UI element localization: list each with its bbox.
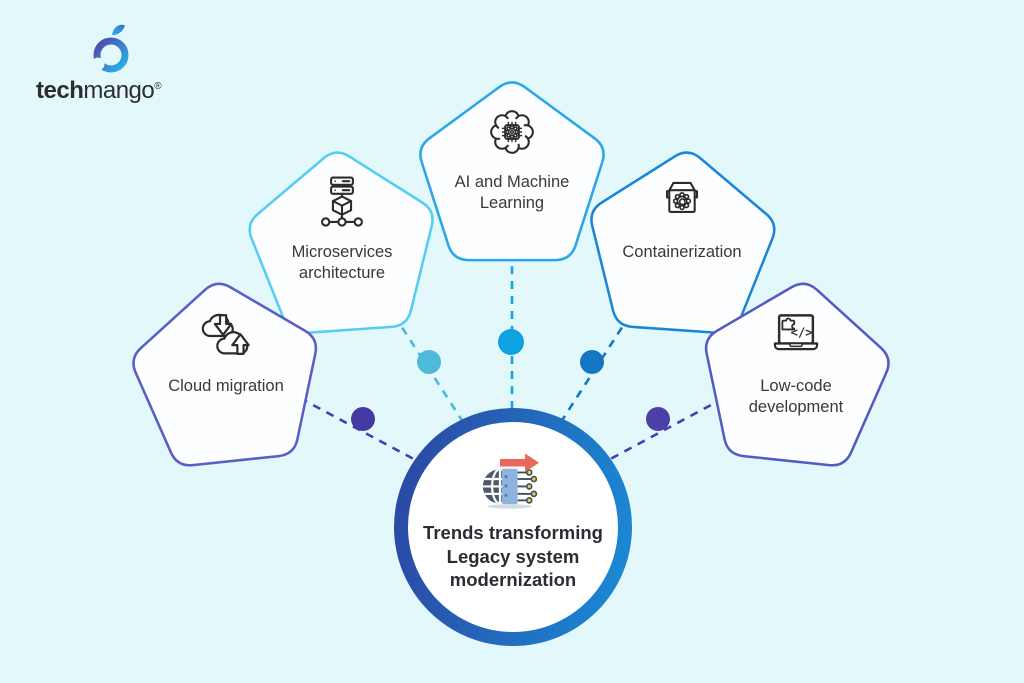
ai-brain-chip-icon bbox=[417, 102, 607, 162]
center-title-line: modernization bbox=[449, 569, 577, 591]
pentagon-outline-containerization bbox=[590, 151, 776, 335]
center-content: Trends transforming Legacy system modern… bbox=[423, 448, 603, 591]
mango-icon bbox=[91, 24, 129, 73]
pentagon-outline-low-code bbox=[704, 282, 890, 467]
node-label-low-code: Low-code development bbox=[701, 376, 891, 419]
connector-dot-microservices bbox=[417, 350, 441, 374]
node-shape-low-code bbox=[689, 264, 904, 471]
label-line: Cloud migration bbox=[168, 377, 284, 395]
connector-low-code bbox=[587, 396, 725, 473]
label-line: development bbox=[748, 398, 844, 417]
connector-dot-containerization bbox=[580, 350, 604, 374]
node-label-microservices: Microservices architecture bbox=[247, 242, 437, 285]
label-line: Low-code bbox=[760, 377, 832, 395]
center-title-line: Trends transforming bbox=[423, 522, 603, 544]
legacy-modernization-icon bbox=[482, 453, 539, 509]
center-title-line: Legacy system bbox=[446, 545, 580, 567]
pentagon-outline-cloud-migration bbox=[132, 282, 318, 467]
node-shape-containerization bbox=[578, 136, 787, 337]
center-title: Trends transforming Legacy system modern… bbox=[423, 521, 603, 591]
connector-dot-ai-ml bbox=[498, 329, 524, 355]
node-low-code: </> Low-code development bbox=[701, 306, 891, 419]
label-line: Learning bbox=[479, 194, 545, 213]
registered-mark: ® bbox=[154, 81, 162, 92]
connector-dot-low-code bbox=[646, 407, 670, 431]
logo-mango: mango bbox=[83, 77, 155, 104]
node-label-cloud-migration: Cloud migration bbox=[131, 376, 321, 397]
cloud-migration-icon bbox=[131, 306, 321, 366]
logo-tech: tech bbox=[36, 77, 84, 104]
svg-text:</>: </> bbox=[791, 325, 813, 339]
node-shape-ai-ml bbox=[414, 73, 610, 262]
node-containerization: Containerization bbox=[587, 172, 777, 263]
modernization-arrow-icon bbox=[499, 453, 539, 473]
techmango-logo: techmango® bbox=[36, 22, 162, 105]
node-cloud-migration: Cloud migration bbox=[131, 306, 321, 397]
node-label-containerization: Containerization bbox=[587, 242, 777, 263]
container-gear-icon bbox=[587, 172, 777, 232]
node-ai-ml: AI and Machine Learning bbox=[417, 102, 607, 215]
label-line: AI and Machine bbox=[454, 173, 570, 191]
center-ring: Trends transforming Legacy system modern… bbox=[394, 408, 632, 646]
node-label-ai-ml: AI and Machine Learning bbox=[417, 172, 607, 215]
pentagon-outline-ai-ml bbox=[419, 81, 605, 262]
center-node: Trends transforming Legacy system modern… bbox=[408, 422, 618, 632]
low-code-laptop-icon: </> bbox=[701, 306, 891, 366]
microservices-icon bbox=[247, 172, 437, 232]
label-line: Containerization bbox=[622, 243, 742, 261]
node-shape-cloud-migration bbox=[119, 264, 334, 471]
label-line: Microservices bbox=[291, 243, 393, 261]
label-line: architecture bbox=[298, 264, 386, 283]
connector-cloud-migration bbox=[299, 396, 437, 473]
connector-dot-cloud-migration bbox=[351, 407, 375, 431]
node-microservices: Microservices architecture bbox=[247, 172, 437, 285]
logo-wordmark: techmango® bbox=[36, 77, 162, 105]
